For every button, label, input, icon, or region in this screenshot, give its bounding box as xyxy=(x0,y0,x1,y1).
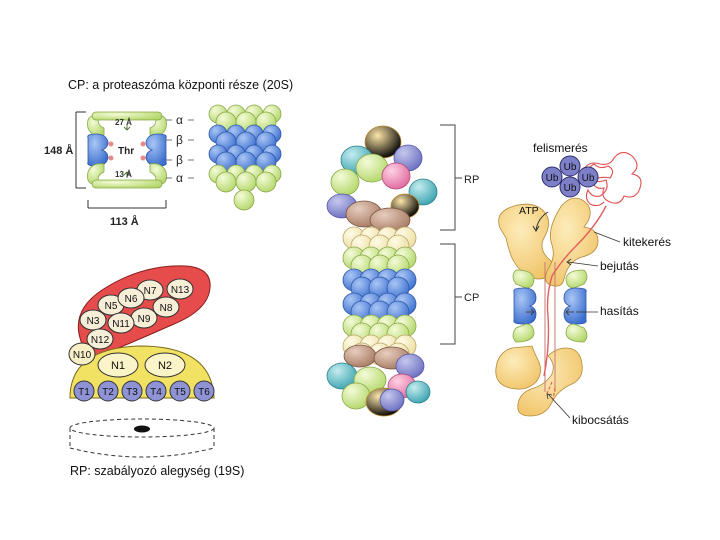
lid-subunit-label: N13 xyxy=(171,285,190,296)
lid-subunit-n6 xyxy=(117,287,145,309)
cp-barrel-model xyxy=(208,104,282,211)
rp-subunit xyxy=(330,168,360,196)
rp-subunit xyxy=(343,344,377,368)
entry-label: bejutás xyxy=(600,259,639,273)
ubiquitin-label: Ub xyxy=(582,173,595,184)
ubiquitin-label: Ub xyxy=(546,173,559,184)
atpase-t1 xyxy=(73,380,95,402)
barrel-subunit xyxy=(215,171,237,193)
height-label: 148 Å xyxy=(44,144,73,157)
channel-pore xyxy=(134,425,150,433)
bottom-gap-label: 13 Å xyxy=(115,170,132,179)
ubiquitin-icon xyxy=(559,176,581,198)
rp-subunit xyxy=(381,162,411,190)
barrel-subunit xyxy=(255,171,277,193)
width-dimension xyxy=(87,200,167,209)
rp-caption: RP: szabályozó alegység (19S) xyxy=(70,464,244,478)
atpase-t3 xyxy=(121,380,143,402)
atpase-label: T4 xyxy=(150,387,162,398)
lid-subunit-n8 xyxy=(152,296,180,318)
rp-subunit xyxy=(341,382,371,410)
atpase-t4 xyxy=(145,380,167,402)
lid-subunit-n12 xyxy=(86,328,114,350)
ring-label-alpha-top: α xyxy=(176,113,183,127)
proteasome-26s-model xyxy=(326,125,438,417)
ring-labels xyxy=(166,119,194,179)
ubiquitin-icon xyxy=(577,166,599,188)
cp-label: CP xyxy=(464,292,479,304)
atpase-label: T5 xyxy=(174,387,186,398)
atpase-ring: T1 T2 T3 T4 T5 T6 xyxy=(73,380,215,402)
cleavage-label: hasítás xyxy=(600,304,639,318)
channel-cylinder xyxy=(69,418,215,458)
lid-subunit-label: N3 xyxy=(87,316,100,327)
ubiquitin-label: Ub xyxy=(564,162,577,173)
barrel-subunit xyxy=(235,171,257,193)
lid-subunit-label: N7 xyxy=(144,286,157,297)
lid-subunit-n13 xyxy=(166,278,194,300)
rp-subunit xyxy=(405,380,431,404)
base-subunits: N1 N2 xyxy=(97,352,186,378)
ubiquitin-icon xyxy=(559,155,581,177)
recognition-label: felismerés xyxy=(533,141,588,155)
active-site-label: Thr xyxy=(118,146,134,157)
ubiquitin-icon xyxy=(541,166,563,188)
width-label: 113 Å xyxy=(110,215,139,228)
top-gap-label: 27 Å xyxy=(115,118,132,127)
rp-label: RP xyxy=(464,174,479,186)
atpase-t2 xyxy=(97,380,119,402)
lid-subunit-label: N9 xyxy=(138,314,151,325)
atpase-t6 xyxy=(193,380,215,402)
atpase-label: T3 xyxy=(126,387,138,398)
atpase-label: T1 xyxy=(78,387,90,398)
ubiquitin-label: Ub xyxy=(564,183,577,194)
lid-subunit-label: N11 xyxy=(112,319,130,330)
rp-bracket xyxy=(440,124,462,231)
atp-label: ATP xyxy=(519,205,539,217)
lid-subunit-n11 xyxy=(107,312,135,334)
cp-caption: CP: a proteaszóma központi része (20S) xyxy=(68,78,293,92)
cp-cross-section xyxy=(87,111,167,189)
ring-label-alpha-bottom: α xyxy=(176,171,183,185)
lid-subunit-label: N5 xyxy=(105,301,118,312)
barrel-subunit xyxy=(233,189,255,211)
lid-subunit-label: N8 xyxy=(160,303,173,314)
unfolding-label: kitekerés xyxy=(623,235,671,249)
base-subunit-n1 xyxy=(97,352,139,378)
ring-label-beta-top: β xyxy=(176,133,183,147)
ring-label-beta-bottom: β xyxy=(176,153,183,167)
atpase-t5 xyxy=(169,380,191,402)
rp-subunit xyxy=(379,388,405,412)
base-subunit-label: N1 xyxy=(111,360,125,372)
lid-subunit-label: N6 xyxy=(125,294,138,305)
base-subunit-label: N2 xyxy=(158,360,172,372)
label-pointers xyxy=(546,231,621,419)
mechanism-cross-section xyxy=(495,197,607,417)
lid-subunit-label: N12 xyxy=(91,335,110,346)
release-label: kibocsátás xyxy=(572,413,629,427)
cp-bracket xyxy=(440,243,462,345)
base-subunit-n2 xyxy=(144,352,186,378)
subunit-n10 xyxy=(68,342,96,366)
subunit-n10-label: N10 xyxy=(73,350,92,361)
atpase-label: T6 xyxy=(198,387,210,398)
height-dimension xyxy=(75,111,86,189)
atpase-label: T2 xyxy=(102,387,114,398)
